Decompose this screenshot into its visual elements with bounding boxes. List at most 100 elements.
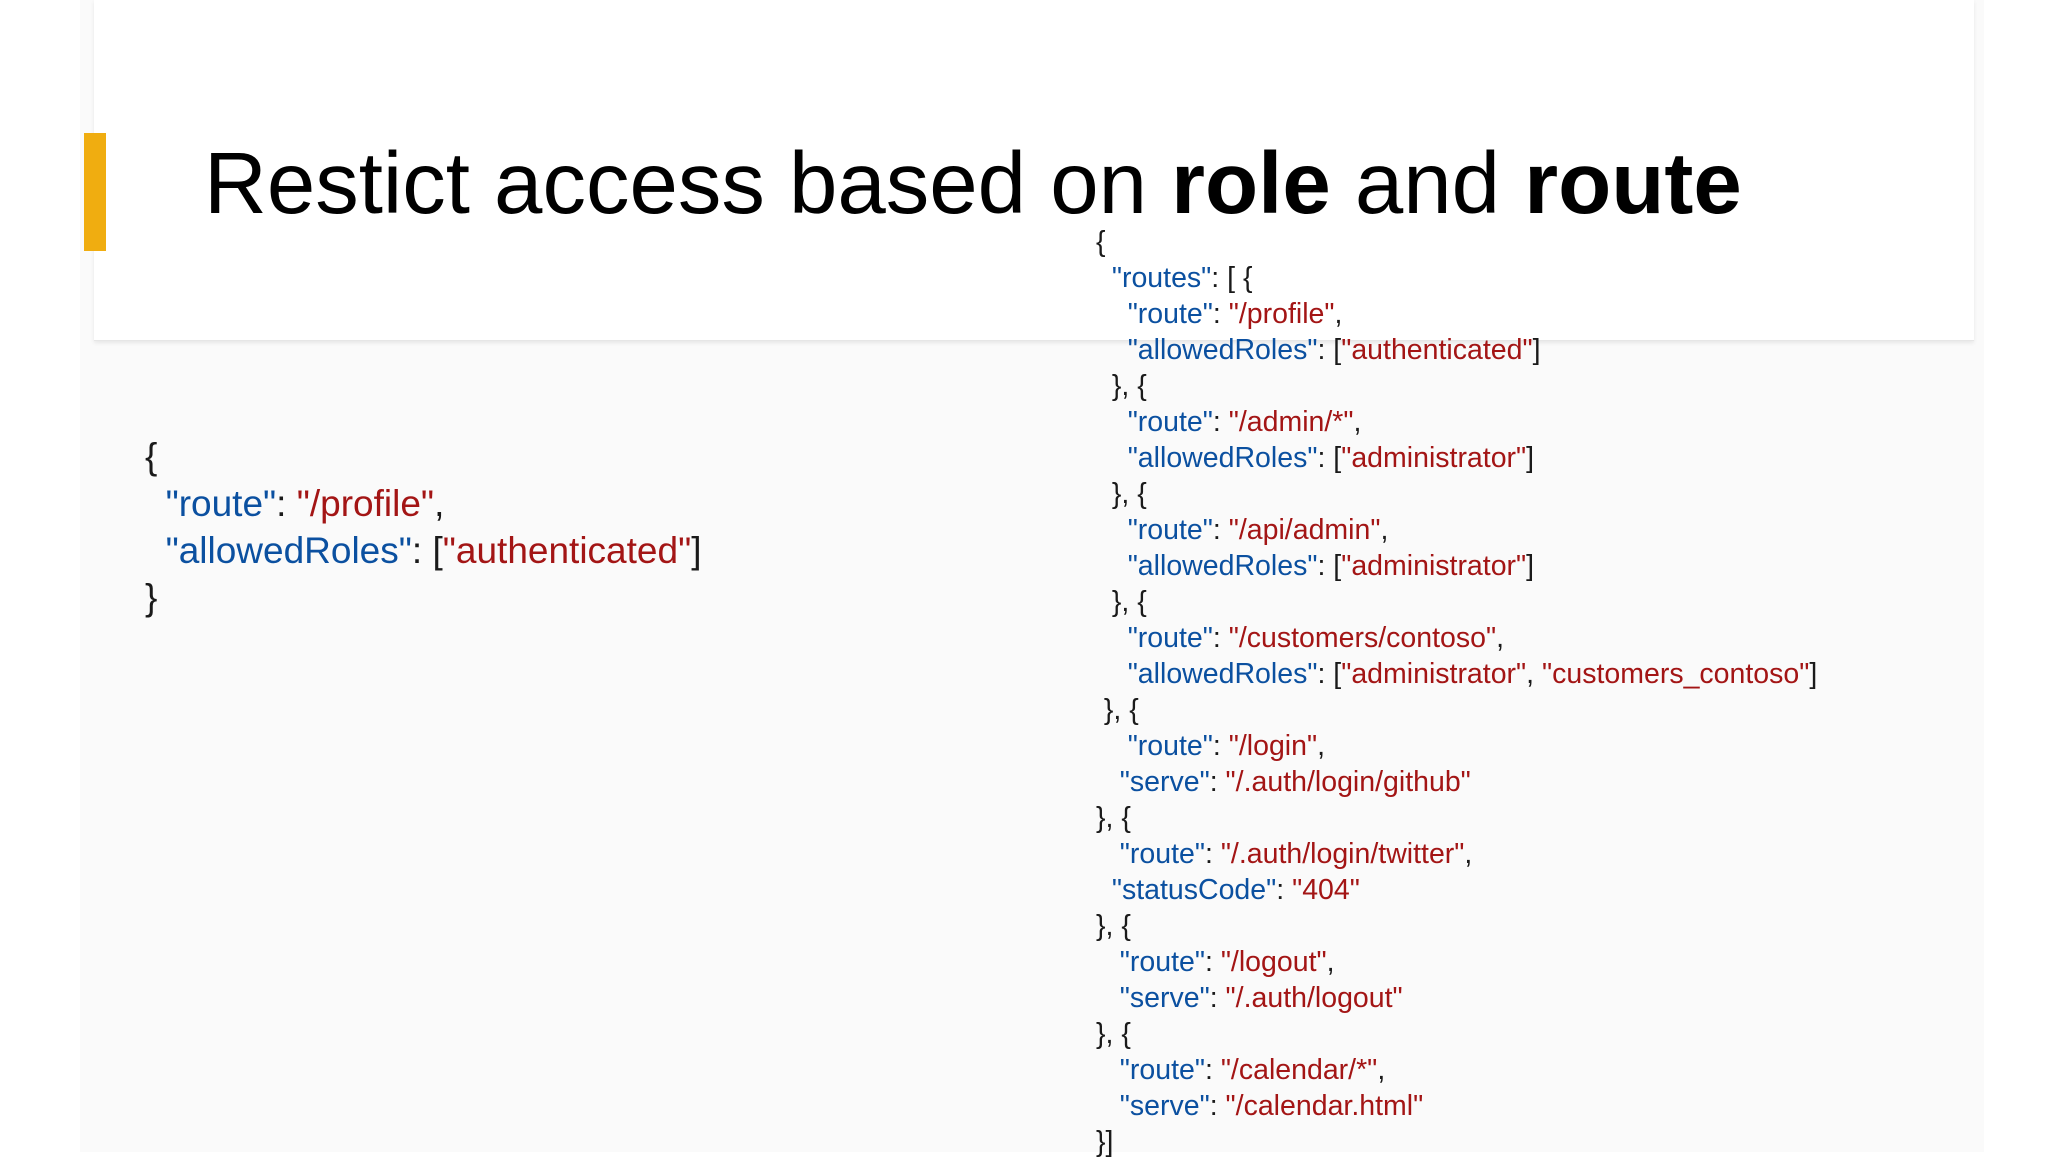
json-punctuation: }, { [1096, 802, 1131, 834]
code-line: "route": "/customers/contoso", [1096, 620, 1817, 656]
code-line: "allowedRoles": ["authenticated"] [1096, 332, 1817, 368]
json-string: "/logout" [1220, 946, 1327, 978]
code-line: "allowedRoles": ["authenticated"] [145, 527, 702, 574]
title-bold-role: role [1171, 135, 1331, 232]
json-string: "administrator" [1341, 550, 1527, 582]
json-punctuation: , [1496, 622, 1504, 654]
json-string: "/profile" [296, 483, 435, 524]
json-punctuation: : [1212, 730, 1229, 762]
code-line: "route": "/.auth/login/twitter", [1096, 836, 1817, 872]
json-string: "/.auth/logout" [1225, 982, 1403, 1014]
json-punctuation: }, { [1096, 586, 1147, 618]
title-bold-route: route [1524, 135, 1742, 232]
json-string: "/calendar/*" [1220, 1054, 1378, 1086]
code-line: "route": "/api/admin", [1096, 512, 1817, 548]
json-punctuation [1096, 298, 1128, 330]
json-key: "serve" [1119, 766, 1210, 798]
json-key: "route" [1127, 406, 1213, 438]
code-line: { [1096, 224, 1817, 260]
title-text-1: Restict access based on [204, 135, 1172, 232]
json-punctuation: : [1212, 298, 1229, 330]
json-punctuation: : [ [411, 530, 443, 571]
json-punctuation: ] [1526, 550, 1535, 582]
json-punctuation: : [ [1317, 658, 1342, 690]
code-line: "allowedRoles": ["administrator"] [1096, 440, 1817, 476]
json-key: "route" [1119, 838, 1205, 870]
json-punctuation: }, { [1096, 370, 1147, 402]
json-punctuation: : [1276, 874, 1293, 906]
json-key: "routes" [1111, 262, 1212, 294]
slide-title: Restict access based on role and route [204, 140, 1742, 227]
json-punctuation: }, { [1096, 1018, 1131, 1050]
json-punctuation [1096, 262, 1112, 294]
json-punctuation [1096, 1090, 1120, 1122]
json-punctuation: { [1096, 226, 1106, 258]
json-punctuation: , [1334, 298, 1343, 330]
json-punctuation: : [1204, 1054, 1221, 1086]
json-string: "/admin/*" [1228, 406, 1354, 438]
code-line: }, { [1096, 800, 1817, 836]
json-punctuation: ] [1532, 334, 1541, 366]
json-string: "404" [1292, 874, 1360, 906]
json-punctuation [145, 530, 166, 571]
json-string: "/api/admin" [1228, 514, 1381, 546]
json-string: "/login" [1228, 730, 1318, 762]
json-punctuation: }, { [1096, 478, 1147, 510]
json-string: "/.auth/login/github" [1225, 766, 1471, 798]
code-line: }, { [1096, 1016, 1817, 1052]
code-line: }] [1096, 1124, 1817, 1160]
json-punctuation: , [434, 483, 445, 524]
json-string: "customers_contoso" [1542, 658, 1810, 690]
json-punctuation: , [1380, 514, 1389, 546]
json-punctuation: : [ [1317, 550, 1342, 582]
code-line: "serve": "/calendar.html" [1096, 1088, 1817, 1124]
json-punctuation: : [1209, 1090, 1226, 1122]
json-punctuation: : [ [1317, 334, 1342, 366]
code-line: "routes": [ { [1096, 260, 1817, 296]
json-punctuation: }] [1096, 1126, 1114, 1158]
code-line: "route": "/profile", [145, 480, 701, 527]
json-punctuation: : [1209, 982, 1226, 1014]
json-punctuation [1096, 1054, 1120, 1086]
json-punctuation: : [1212, 406, 1229, 438]
json-punctuation: }, { [1096, 694, 1139, 726]
json-punctuation [1096, 874, 1112, 906]
code-line: }, { [1096, 476, 1817, 512]
json-punctuation [1096, 550, 1128, 582]
json-punctuation [1096, 514, 1128, 546]
json-punctuation: , [1353, 406, 1362, 438]
json-key: "route" [165, 483, 277, 524]
json-string: "authenticated" [442, 530, 692, 571]
code-line: "allowedRoles": ["administrator", "custo… [1096, 656, 1818, 692]
json-punctuation: : [ { [1211, 262, 1253, 294]
json-punctuation [145, 483, 166, 524]
json-punctuation [1096, 406, 1128, 438]
json-punctuation: ] [691, 530, 702, 571]
json-punctuation: : [276, 483, 297, 524]
json-key: "allowedRoles" [1127, 334, 1318, 366]
json-string: "administrator" [1341, 658, 1527, 690]
json-punctuation [1096, 442, 1128, 474]
code-line: "route": "/logout", [1096, 944, 1817, 980]
json-punctuation: { [145, 436, 158, 477]
code-line: "allowedRoles": ["administrator"] [1096, 548, 1817, 584]
json-string: "/calendar.html" [1225, 1090, 1424, 1122]
title-panel [94, 0, 1974, 341]
json-punctuation: , [1377, 1054, 1386, 1086]
json-punctuation [1096, 766, 1120, 798]
json-punctuation [1096, 334, 1128, 366]
json-punctuation: , [1326, 946, 1335, 978]
json-punctuation: ] [1526, 442, 1535, 474]
json-punctuation [1096, 730, 1128, 762]
json-key: "serve" [1119, 982, 1210, 1014]
title-text-2: and [1330, 135, 1525, 232]
json-punctuation [1096, 982, 1120, 1014]
json-punctuation: }, { [1096, 910, 1131, 942]
code-line: }, { [1096, 908, 1817, 944]
code-line: "statusCode": "404" [1096, 872, 1817, 908]
json-key: "allowedRoles" [1127, 442, 1318, 474]
code-line: "serve": "/.auth/logout" [1096, 980, 1817, 1016]
json-punctuation: } [145, 577, 158, 618]
json-punctuation: : [1212, 514, 1229, 546]
json-key: "route" [1127, 514, 1213, 546]
